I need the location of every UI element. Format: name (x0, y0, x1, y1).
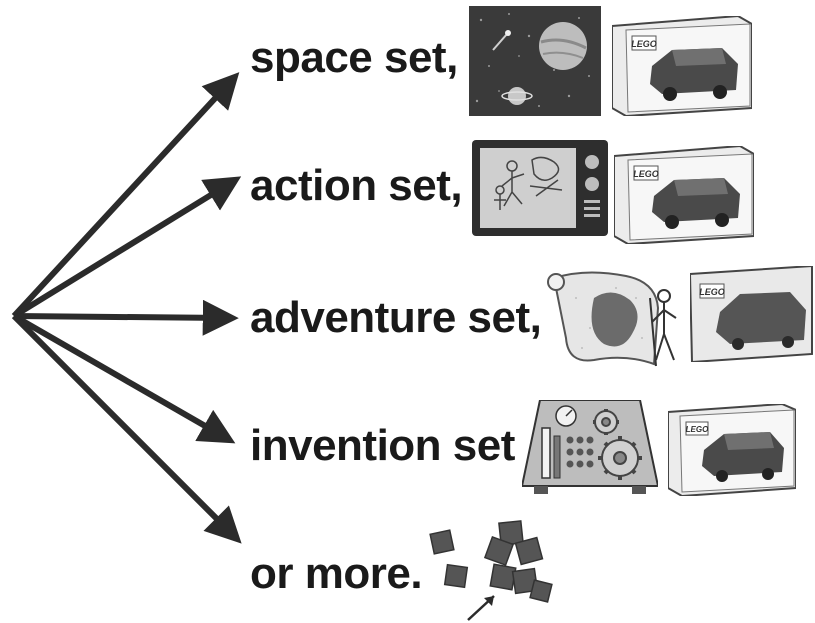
lego-box-icon: LEGO (614, 146, 754, 244)
label-action-set: action set, (250, 161, 463, 210)
svg-text:LEGO: LEGO (633, 169, 659, 179)
arrow-to-action (12, 176, 242, 319)
arrow-to-space (11, 72, 240, 319)
label-or-more: or more. (250, 549, 423, 598)
treasure-map-icon (547, 271, 677, 367)
space-scene-icon (469, 6, 601, 116)
tv-action-icon (472, 140, 608, 236)
arrow-to-more (11, 313, 242, 544)
lego-box-icon: LEGO (690, 266, 813, 362)
label-adventure-set: adventure set, (250, 293, 542, 342)
label-invention-set: invention set (250, 421, 515, 470)
arrow-to-adventure (13, 299, 239, 336)
svg-text:LEGO: LEGO (631, 39, 657, 49)
gear-machine-icon (522, 400, 658, 494)
label-space-set: space set, (250, 33, 458, 82)
svg-text:LEGO: LEGO (699, 287, 725, 297)
lego-box-icon: LEGO (612, 16, 752, 116)
lego-box-icon: LEGO (668, 404, 796, 496)
arrow-to-invention (12, 313, 236, 444)
svg-text:LEGO: LEGO (686, 425, 709, 434)
loose-bricks-icon (429, 520, 553, 603)
